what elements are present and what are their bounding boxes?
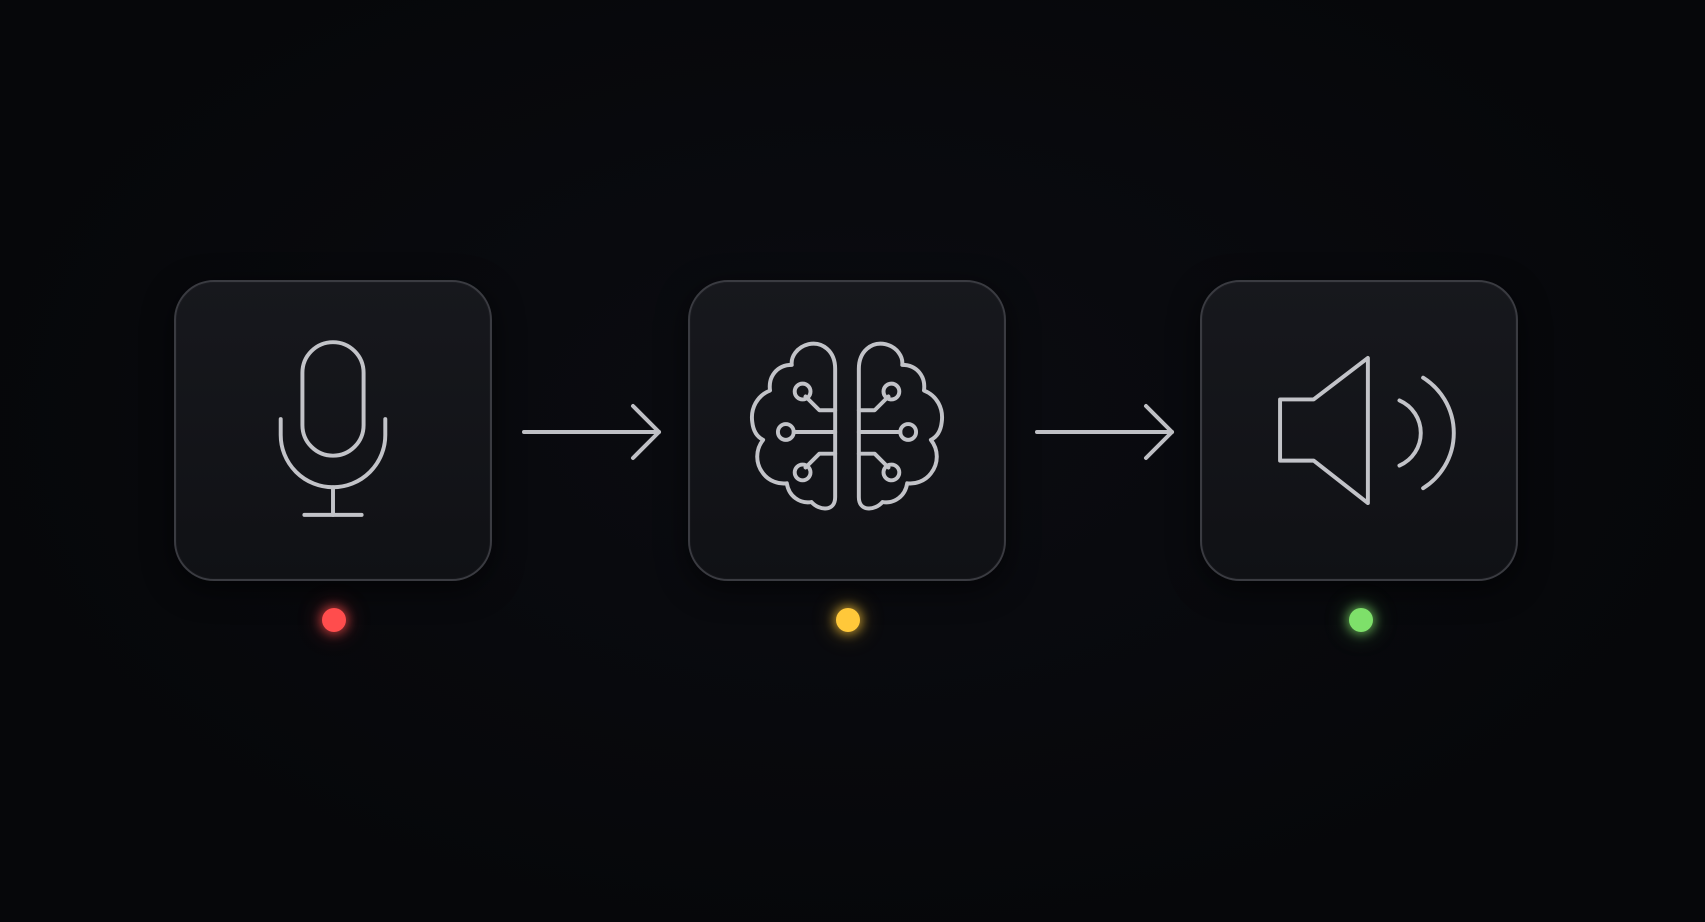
processing-step-tile [688,280,1006,581]
arrow-right-icon [1035,404,1174,460]
speaker-icon [1278,356,1456,505]
brain-circuit-icon [749,341,945,511]
status-dot-yellow [836,608,860,632]
microphone-icon [278,340,388,517]
status-dot-red [322,608,346,632]
status-dot-green [1349,608,1373,632]
input-step-tile [174,280,492,581]
arrow-right-icon [522,404,661,460]
output-step-tile [1200,280,1518,581]
